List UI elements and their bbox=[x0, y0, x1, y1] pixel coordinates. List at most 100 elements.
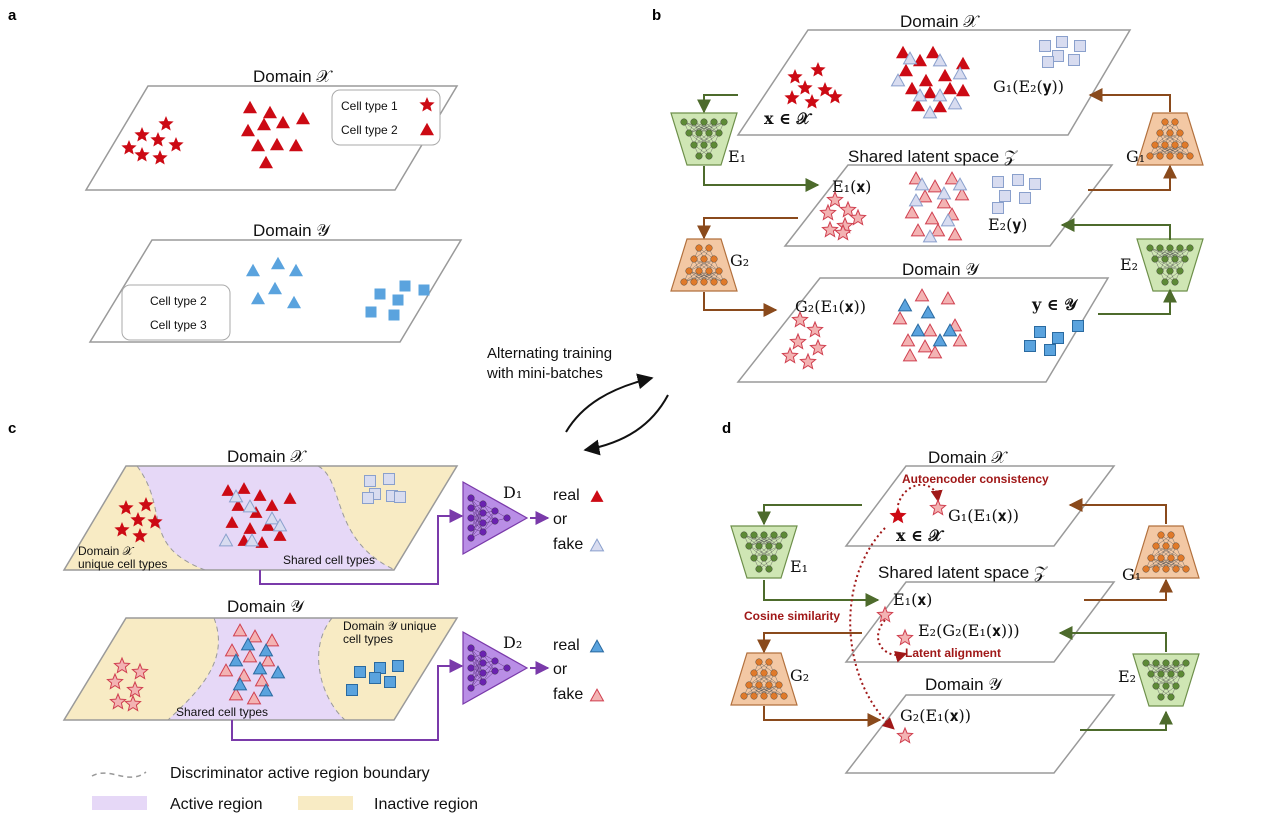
network-node bbox=[775, 542, 783, 550]
b-arrow-y-to-E2 bbox=[1098, 288, 1177, 315]
triangle-marker bbox=[257, 117, 271, 131]
network-node bbox=[479, 650, 487, 658]
d-cell-markers bbox=[876, 498, 947, 744]
network-node bbox=[479, 678, 487, 686]
legend-box-x bbox=[331, 89, 441, 146]
star-marker bbox=[929, 498, 947, 516]
domain-x-title: Domain 𝒳 bbox=[253, 67, 333, 86]
star-marker bbox=[826, 190, 844, 208]
d-G1E1x: G₁(E₁(𝐱)) bbox=[948, 506, 1019, 525]
triangle-marker bbox=[246, 691, 262, 705]
network-node bbox=[775, 681, 783, 689]
square-marker bbox=[1044, 344, 1056, 356]
square-marker bbox=[374, 288, 386, 300]
network-node bbox=[1156, 244, 1164, 252]
triangle-marker bbox=[910, 323, 926, 337]
star-marker bbox=[168, 137, 184, 152]
network-node bbox=[467, 504, 475, 512]
triangle-marker bbox=[251, 291, 265, 305]
network-node bbox=[1176, 152, 1184, 160]
d-encoder-E2 bbox=[1132, 653, 1200, 707]
triangle-marker bbox=[920, 305, 936, 319]
d-latent-curve bbox=[877, 619, 908, 663]
d-arrow-E1-to-z bbox=[763, 580, 880, 607]
network-edge bbox=[482, 510, 496, 533]
star-marker bbox=[118, 500, 134, 515]
network-node bbox=[467, 654, 475, 662]
star-marker bbox=[126, 680, 144, 698]
b-E2y: E₂(𝐲) bbox=[988, 215, 1027, 234]
triangle-marker bbox=[590, 490, 604, 502]
triangle-marker bbox=[911, 98, 925, 112]
network-node bbox=[491, 507, 499, 515]
star-marker bbox=[797, 80, 813, 95]
network-node bbox=[1142, 659, 1150, 667]
square-marker bbox=[992, 176, 1004, 188]
network-node bbox=[467, 674, 475, 682]
triangle-marker bbox=[228, 489, 244, 503]
network-node bbox=[467, 534, 475, 542]
c-y-boundary-right bbox=[318, 617, 346, 721]
network-node bbox=[765, 565, 773, 573]
network-node bbox=[1156, 152, 1164, 160]
star-marker bbox=[827, 89, 843, 104]
network-node bbox=[760, 692, 768, 700]
network-edge bbox=[470, 503, 484, 529]
network-edge bbox=[683, 270, 710, 283]
network-node bbox=[705, 244, 713, 252]
network-edge bbox=[1145, 557, 1172, 570]
c-or-2: or bbox=[553, 661, 568, 678]
d-autoencoder-label: Autoencoder consistency bbox=[902, 472, 1049, 486]
square-marker bbox=[374, 662, 386, 674]
square-marker bbox=[364, 475, 376, 487]
network-node bbox=[479, 500, 487, 508]
network-node bbox=[765, 681, 773, 689]
network-node bbox=[770, 531, 778, 539]
triangle-marker bbox=[296, 111, 310, 125]
d-plane-domain-x bbox=[844, 465, 1116, 547]
triangle-marker bbox=[264, 511, 280, 525]
network-node bbox=[760, 554, 768, 562]
network-node bbox=[745, 542, 753, 550]
network-node bbox=[503, 664, 511, 672]
star-marker bbox=[789, 332, 807, 350]
network-body bbox=[1136, 112, 1204, 166]
d-decoder-G2 bbox=[730, 652, 798, 706]
cell-type-3-cluster bbox=[365, 280, 430, 321]
square-marker bbox=[354, 666, 366, 678]
triangle-marker bbox=[922, 323, 938, 337]
triangle-marker bbox=[890, 73, 906, 87]
network-node bbox=[1171, 118, 1179, 126]
triangle-marker bbox=[243, 522, 257, 534]
triangle-marker bbox=[271, 256, 285, 270]
c-or-1: or bbox=[553, 511, 568, 528]
square-marker bbox=[1029, 178, 1041, 190]
network-node bbox=[479, 519, 487, 527]
network-node bbox=[1186, 244, 1194, 252]
d-latent-alignment-label: Latent alignment bbox=[905, 646, 1001, 660]
d-arrow-x-to-E1 bbox=[757, 504, 862, 526]
triangle-marker bbox=[892, 311, 908, 325]
triangle-marker bbox=[922, 105, 938, 119]
d-arrow-z-to-G1 bbox=[1084, 578, 1173, 601]
domain-y-title: Domain 𝒴 bbox=[253, 221, 331, 240]
star-marker bbox=[819, 203, 837, 221]
triangle-marker bbox=[265, 499, 279, 511]
square-marker bbox=[418, 284, 430, 296]
network-node bbox=[755, 565, 763, 573]
b-x-in-X: 𝐱 ∈ 𝒳 bbox=[764, 109, 813, 128]
legend-inactive-text: Inactive region bbox=[374, 796, 478, 813]
network-node bbox=[1152, 565, 1160, 573]
b-G2E1x: G₂(E₁(𝐱)) bbox=[795, 297, 866, 316]
triangle-marker bbox=[905, 81, 919, 95]
network-node bbox=[695, 267, 703, 275]
triangle-marker bbox=[924, 211, 940, 225]
star-marker bbox=[419, 97, 435, 112]
c-D2-label: D₂ bbox=[503, 633, 522, 652]
triangle-marker bbox=[244, 533, 260, 547]
star-marker bbox=[896, 726, 914, 744]
network-node bbox=[720, 118, 728, 126]
network-node bbox=[1161, 278, 1169, 286]
c-y-unique-line1: Domain 𝒴 unique bbox=[343, 619, 437, 633]
triangle-marker bbox=[252, 661, 268, 675]
